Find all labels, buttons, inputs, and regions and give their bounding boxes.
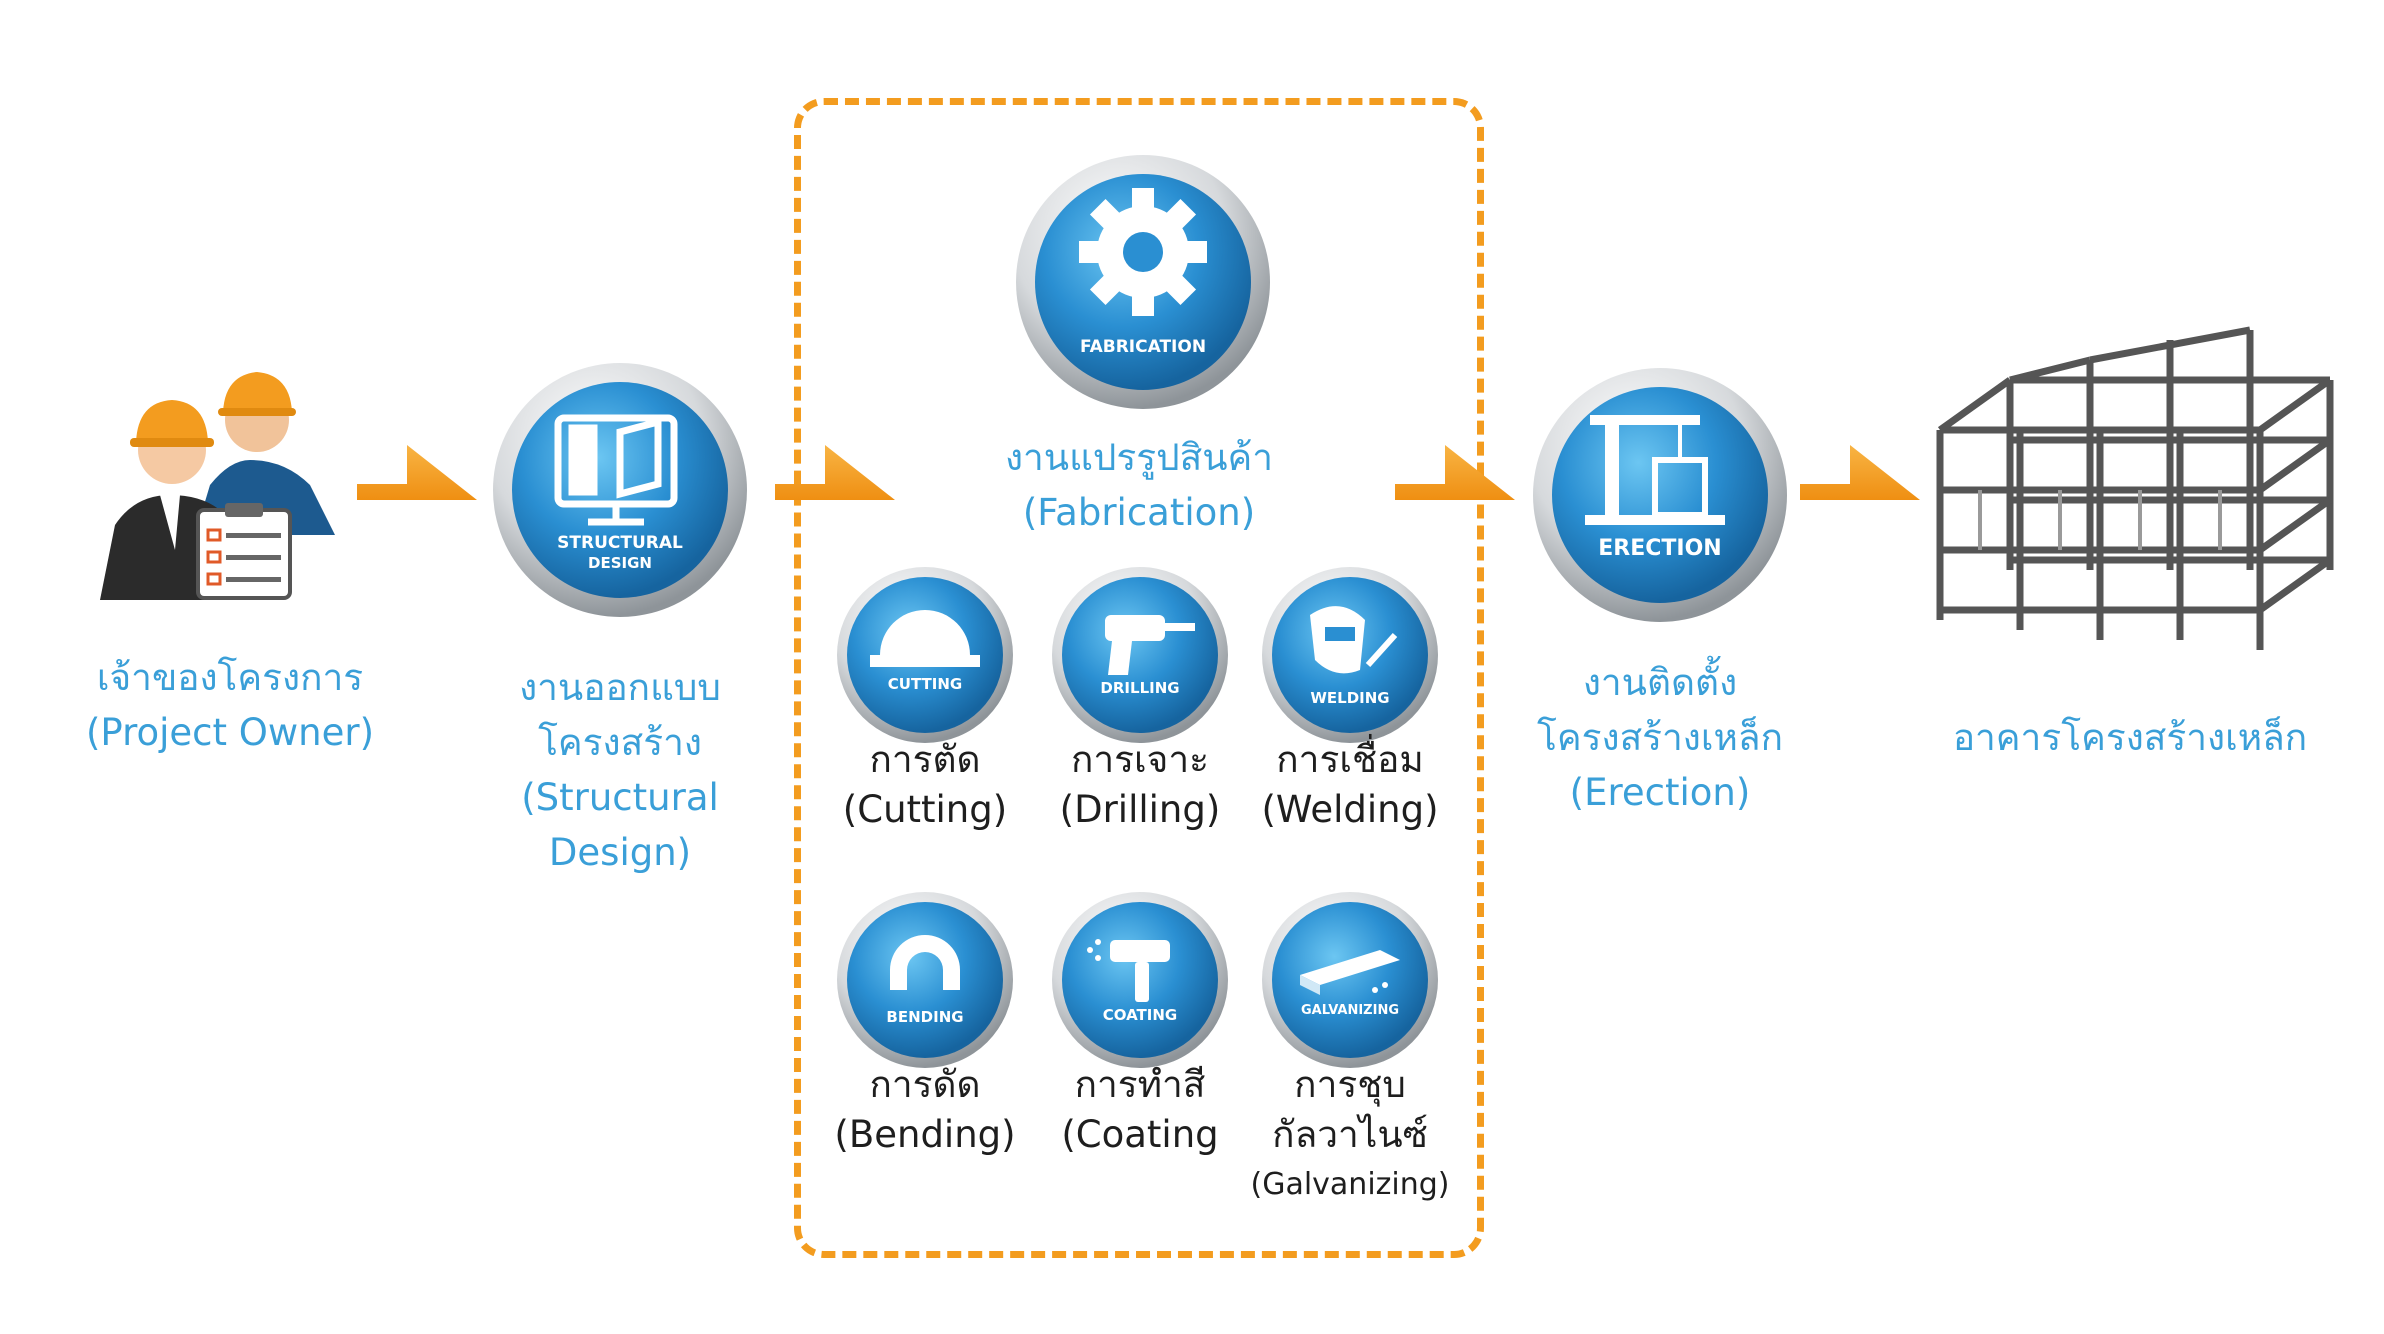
arrow-fabrication-to-erection xyxy=(1395,445,1515,500)
fabrication-group-box xyxy=(794,98,1484,1258)
step-bending: BENDING การดัด (Bending) xyxy=(810,890,1040,1190)
steel-building-node: อาคารโครงสร้างเหล็ก xyxy=(1910,320,2350,780)
building-label: อาคารโครงสร้างเหล็ก xyxy=(1952,716,2308,759)
design-badge-1: STRUCTURAL xyxy=(557,533,683,553)
bending-badge: BENDING xyxy=(886,1008,963,1026)
galvanizing-th: การชุบ xyxy=(1294,1063,1406,1106)
cutting-badge: CUTTING xyxy=(888,675,962,693)
welding-en: (Welding) xyxy=(1261,788,1439,831)
arrow-owner-to-design xyxy=(357,445,477,500)
welding-th: การเชื่อม xyxy=(1276,738,1424,781)
galvanizing-en: (Galvanizing) xyxy=(1250,1167,1450,1202)
owner-label-th: เจ้าของโครงการ xyxy=(96,656,364,699)
owner-label-en: (Project Owner) xyxy=(85,711,375,754)
design-label-en1: (Structural xyxy=(521,776,719,819)
saw-blade-icon xyxy=(870,610,980,667)
crane-icon xyxy=(1585,415,1725,525)
erection-label-en: (Erection) xyxy=(1569,771,1751,814)
erection-label-th2: โครงสร้างเหล็ก xyxy=(1537,716,1783,759)
erection-node: ERECTION งานติดตั้ง โครงสร้างเหล็ก (Erec… xyxy=(1500,365,1820,825)
step-drilling: DRILLING การเจาะ (Drilling) xyxy=(1025,565,1255,865)
arrow-erection-to-building xyxy=(1800,445,1920,500)
coating-en: (Coating xyxy=(1061,1113,1219,1156)
cutting-th: การตัด xyxy=(869,738,981,781)
fabrication-badge: FABRICATION xyxy=(1016,155,1270,409)
erection-label-th1: งานติดตั้ง xyxy=(1582,661,1738,704)
structural-design-node: STRUCTURAL DESIGN งานออกแบบ โครงสร้าง (S… xyxy=(480,360,760,880)
engineers-clipboard-icon xyxy=(100,372,335,600)
coating-th: การทำสี xyxy=(1074,1063,1206,1106)
design-label-th1: งานออกแบบ xyxy=(519,666,721,709)
structural-design-badge: STRUCTURAL DESIGN xyxy=(493,363,747,617)
design-label-en2: Design) xyxy=(548,831,692,874)
step-galvanizing: GALVANIZING การชุบ กัลวาไนซ์ (Galvanizin… xyxy=(1235,890,1465,1230)
step-welding: WELDING การเชื่อม (Welding) xyxy=(1235,565,1465,865)
bending-en: (Bending) xyxy=(834,1113,1016,1156)
fabrication-label-th: งานแปรรูปสินค้า xyxy=(1004,436,1274,479)
spray-gun-icon xyxy=(1087,939,1170,1002)
drilling-en: (Drilling) xyxy=(1059,788,1221,831)
step-cutting: CUTTING การตัด (Cutting) xyxy=(810,565,1040,865)
step-coating: COATING การทำสี (Coating xyxy=(1025,890,1255,1190)
bending-th: การดัด xyxy=(869,1063,981,1106)
fabrication-label-en: (Fabrication) xyxy=(1022,491,1256,534)
design-label-th2: โครงสร้าง xyxy=(538,721,702,764)
steel-bar-icon xyxy=(1300,950,1400,995)
steel-frame-building-icon xyxy=(1936,326,2334,650)
arrow-design-to-fabrication xyxy=(775,445,895,500)
drilling-badge: DRILLING xyxy=(1100,679,1179,697)
welding-badge: WELDING xyxy=(1310,689,1389,707)
erection-badge: ERECTION xyxy=(1598,536,1721,561)
drill-icon xyxy=(1105,615,1195,675)
cutting-en: (Cutting) xyxy=(842,788,1008,831)
bent-beam-icon xyxy=(890,935,960,990)
fabrication-badge-text: FABRICATION xyxy=(1080,337,1206,357)
design-badge-2: DESIGN xyxy=(588,554,652,572)
gear-icon xyxy=(1079,188,1207,316)
blueprint-monitor-icon xyxy=(554,414,678,526)
galvanizing-th2: กัลวาไนซ์ xyxy=(1272,1113,1428,1156)
welder-mask-icon xyxy=(1310,606,1398,674)
project-owner-node: เจ้าของโครงการ (Project Owner) xyxy=(60,360,400,760)
galvanizing-badge: GALVANIZING xyxy=(1301,1003,1399,1018)
coating-badge: COATING xyxy=(1103,1006,1177,1024)
drilling-th: การเจาะ xyxy=(1070,738,1210,781)
